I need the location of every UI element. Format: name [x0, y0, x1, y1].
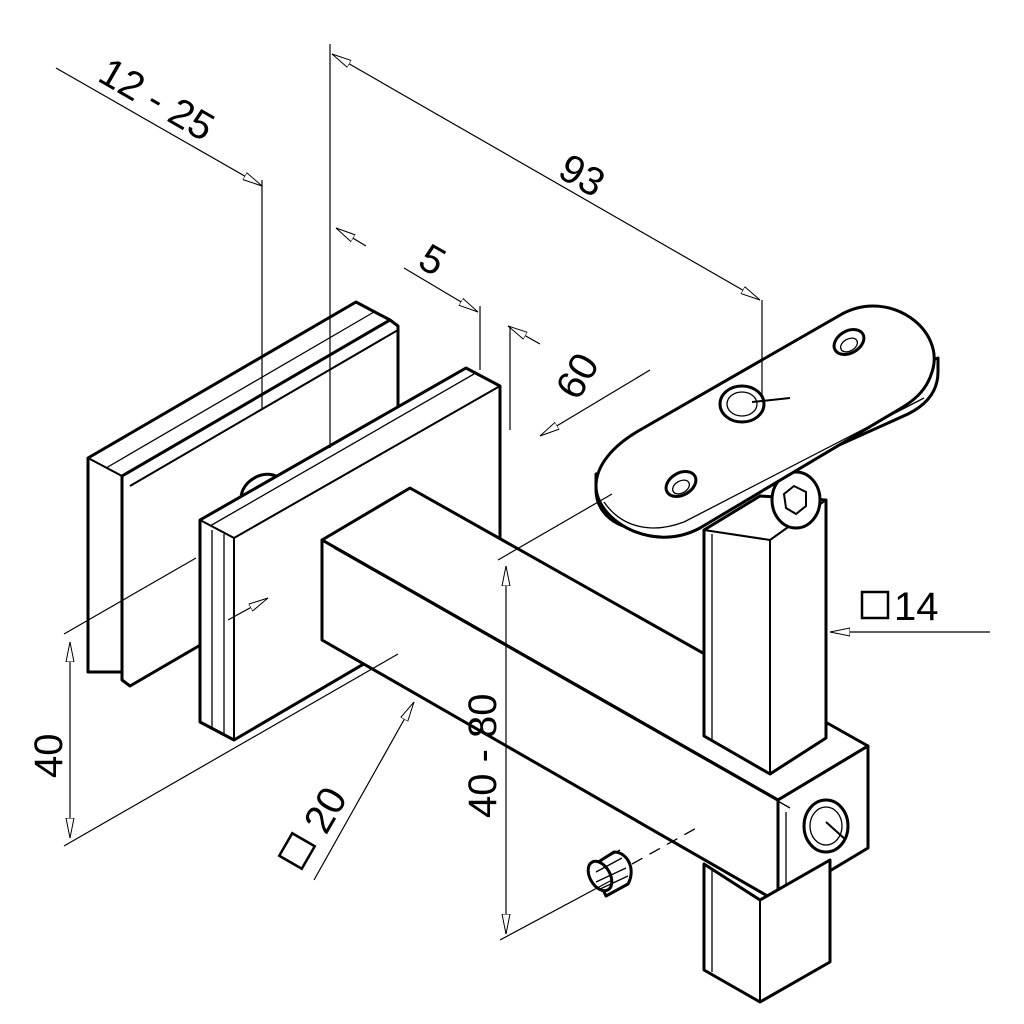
dim-arm-square-label: 20	[296, 780, 356, 841]
dim-clamp-height: 40	[27, 557, 399, 847]
vertical-post	[702, 470, 828, 776]
end-screw-icon	[802, 798, 850, 854]
dim-saddle-length-label: 60	[548, 346, 608, 407]
mounting-hole-icon	[832, 328, 866, 356]
saddle-plate	[594, 304, 940, 539]
square-symbol-icon	[860, 590, 890, 620]
grub-screw-icon	[586, 849, 633, 898]
dim-saddle-length: 60	[509, 326, 651, 437]
dim-height-adjust: 40 - 80	[461, 493, 613, 941]
dim-post-square: 14	[830, 585, 990, 632]
dim-arm-square: 20	[277, 702, 415, 881]
square-symbol-icon	[277, 831, 317, 871]
dim-height-adjust-label: 40 - 80	[461, 693, 505, 818]
dim-clamp-height-label: 40	[27, 734, 71, 779]
dim-plate-gap-label: 5	[412, 236, 453, 285]
mounting-hole-icon	[664, 470, 698, 498]
pivot-screw-icon	[718, 384, 791, 424]
lower-post	[702, 858, 832, 1004]
dim-post-square-label: 14	[894, 585, 939, 629]
dim-overall-depth-label: 93	[552, 146, 613, 206]
